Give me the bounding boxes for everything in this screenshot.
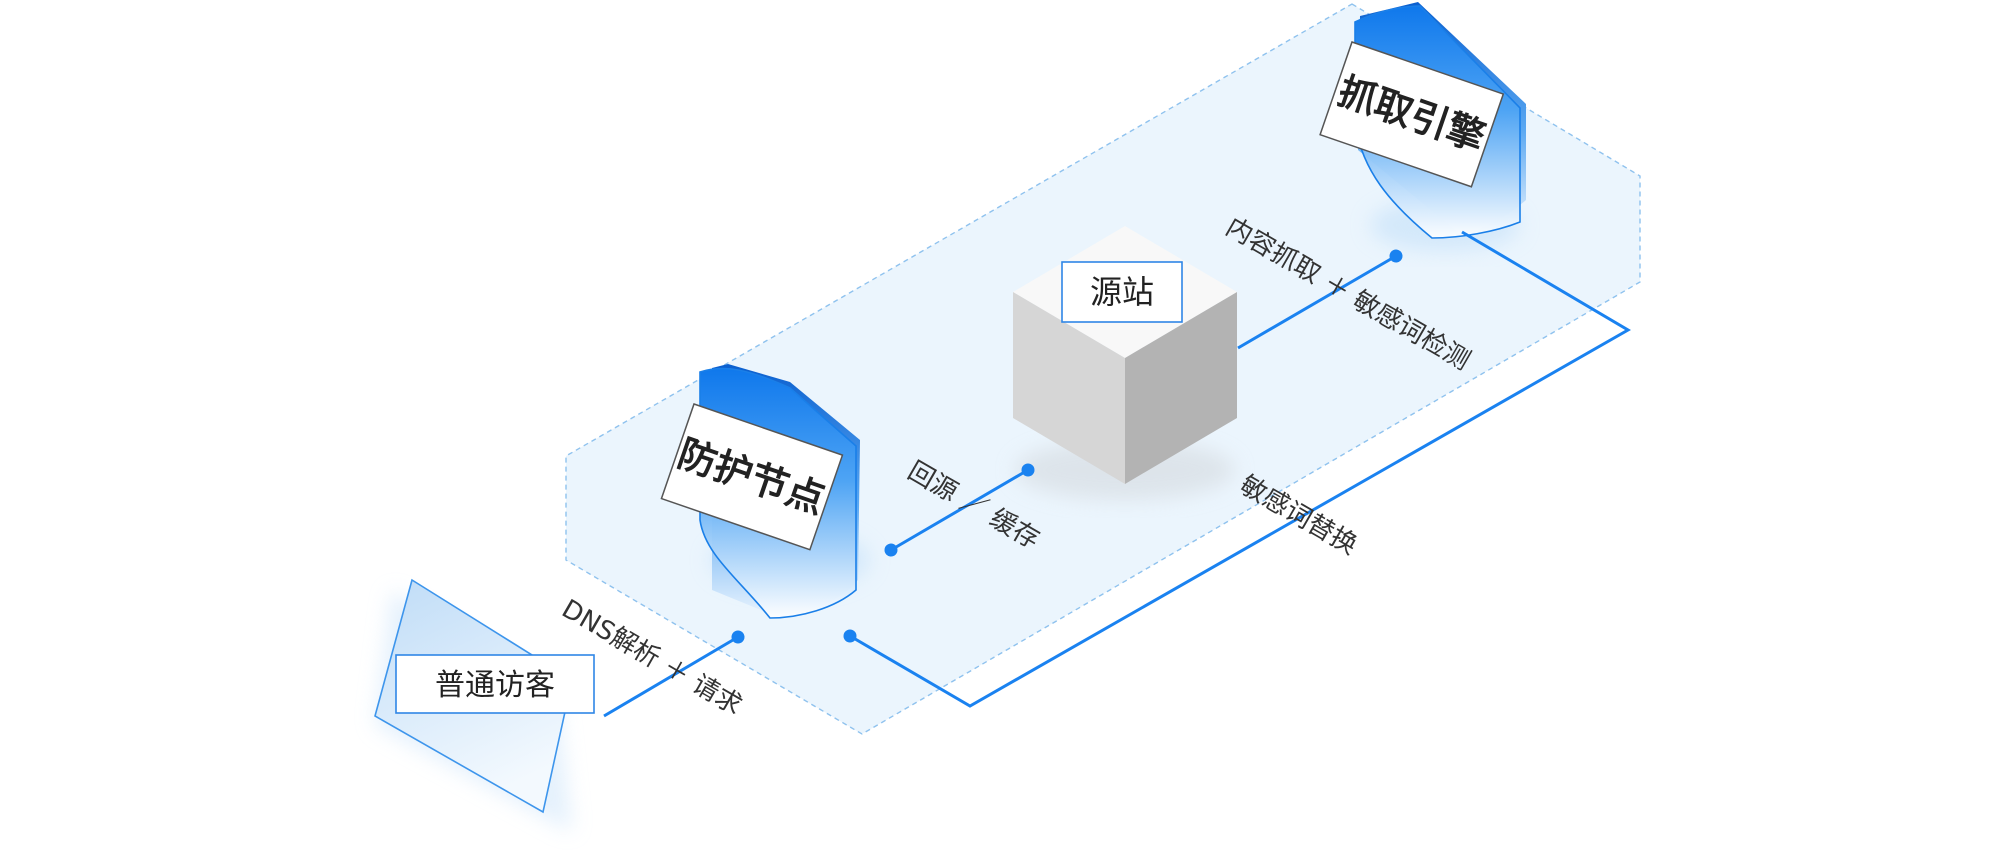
dot-replace-end (843, 629, 857, 643)
visitor-device: 普通访客 (374, 578, 595, 832)
connector-replace-loop (849, 230, 1631, 708)
dot-origin-in (1021, 463, 1035, 477)
protection-node: 防护节点 (660, 364, 870, 619)
crawler-engine: 抓取引擎 (1319, 2, 1526, 251)
cube-left-face (1013, 292, 1125, 484)
visitor-label: 普通访客 (435, 668, 555, 703)
origin-server-cube: 源站 (1013, 226, 1237, 500)
connector-visitor-protect (603, 635, 739, 718)
protection-label-box: 防护节点 (660, 403, 844, 551)
origin-label-box (1061, 261, 1183, 323)
visitor-label-box (395, 654, 595, 714)
connector-origin-crawler (1237, 254, 1397, 350)
dot-crawler-in (1389, 249, 1403, 263)
flow-label-replace: 敏感词替换 (1235, 470, 1363, 561)
connector-dots (731, 249, 1403, 644)
origin-label: 源站 (1090, 273, 1154, 311)
connectors (603, 230, 1631, 718)
dot-protect-out (884, 543, 898, 557)
connector-protect-origin (890, 468, 1029, 552)
cube-right-face (1125, 292, 1237, 484)
dot-protect-in (731, 630, 745, 644)
crawler-label-box: 抓取引擎 (1319, 41, 1505, 188)
